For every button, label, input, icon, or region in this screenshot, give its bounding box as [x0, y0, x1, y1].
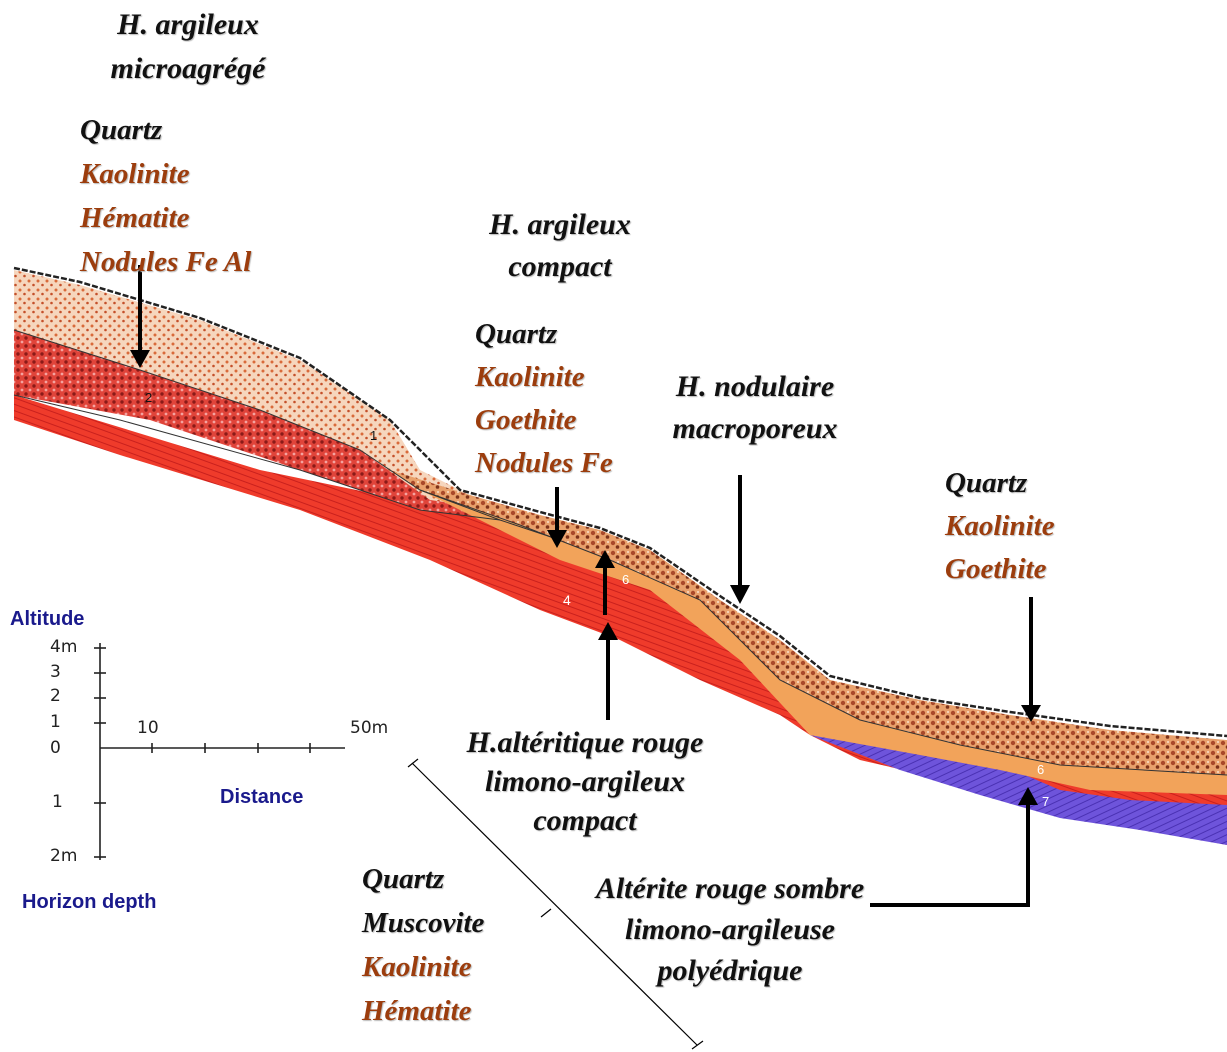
arrow-h1 [130, 265, 150, 368]
mineral-nodules-fe-al: Nodules Fe Al [80, 246, 252, 278]
mineral-kaolinite: Kaolinite [945, 510, 1055, 542]
nodular-layer [390, 470, 1227, 775]
alterite-title-line1: H.altéritique rouge [466, 726, 704, 759]
dist-tick-50m: 50m [350, 718, 389, 738]
arrow-h4 [1021, 597, 1041, 722]
mineral-kaolinite: Kaolinite [80, 158, 190, 190]
bottom-mineral-list: Quartz Muscovite Kaolinite Hématite [362, 857, 484, 1033]
mineral-quartz: Quartz [362, 863, 445, 895]
mineral-hematite: Hématite [362, 995, 472, 1027]
h1-title-line1: H. argileux [117, 8, 259, 41]
layer-number: 4 [563, 592, 571, 608]
h1-title: H. argileux microagrégé [88, 10, 288, 84]
mineral-nodules-fe: Nodules Fe [475, 447, 613, 479]
mineral-hematite: Hématite [80, 202, 190, 234]
h4-mineral-list: Quartz Kaolinite Goethite [945, 462, 1055, 591]
layer-number: 2 [145, 390, 152, 405]
mineral-goethite: Goethite [475, 404, 577, 436]
horizon-depth-label: Horizon depth [22, 891, 157, 913]
h1-title-line2: microagrégé [110, 52, 266, 85]
dark-alterite-title: Altérite rouge sombre limono-argileuse p… [570, 868, 890, 991]
alt-tick-3: 3 [50, 662, 61, 682]
h3-title-line1: H. nodulaire [675, 370, 835, 403]
layer-number: 1 [370, 428, 377, 443]
h1-mineral-list: Quartz Kaolinite Hématite Nodules Fe Al [80, 108, 251, 284]
h2-mineral-list: Quartz Kaolinite Goethite Nodules Fe [475, 313, 613, 485]
mineral-quartz: Quartz [80, 114, 163, 146]
arrow-h2 [547, 487, 567, 548]
arrow-alterite-up [598, 622, 618, 720]
mineral-muscovite: Muscovite [362, 907, 485, 939]
depth-tick-1: 1 [52, 792, 63, 812]
mineral-kaolinite: Kaolinite [475, 361, 585, 393]
depth-bracket [407, 758, 704, 1050]
h3-title-line2: macroporeux [672, 412, 838, 445]
layer-number: 7 [1042, 794, 1049, 809]
alterite-title-line3: compact [533, 804, 637, 837]
arrow-h3 [730, 475, 750, 604]
orange-band-layer [420, 490, 1227, 795]
dist-tick-10: 10 [137, 718, 159, 738]
microaggregated-layer [14, 270, 500, 510]
mineral-quartz: Quartz [945, 467, 1028, 499]
dark-alterite-line3: polyédrique [657, 954, 803, 987]
alt-tick-2: 2 [50, 686, 61, 706]
purple-alterite-layer [810, 735, 1227, 845]
layer-number: 6 [622, 572, 629, 587]
mineral-goethite: Goethite [945, 553, 1047, 585]
mineral-quartz: Quartz [475, 318, 558, 350]
h2-title: H. argileux compact [465, 210, 655, 282]
dark-red-nodular-layer [14, 330, 500, 520]
distance-label: Distance [220, 786, 304, 808]
h3-title: H. nodulaire macroporeux [655, 372, 855, 444]
depth-tick-2m: 2m [50, 846, 78, 866]
layer-number: 6 [1037, 762, 1044, 777]
alt-tick-4m: 4m [50, 637, 78, 657]
h2-title-line1: H. argileux [489, 208, 631, 241]
alterite-title-line2: limono-argileux [484, 765, 686, 798]
mineral-kaolinite: Kaolinite [362, 951, 472, 983]
alt-tick-0: 0 [50, 738, 61, 758]
altitude-label: Altitude [10, 608, 85, 630]
arrow-dark-alterite [870, 787, 1038, 907]
ground-surface-line [13, 266, 1227, 738]
scale-axes [94, 643, 345, 860]
dark-alterite-line2: limono-argileuse [624, 913, 835, 946]
alt-tick-1: 1 [50, 712, 61, 732]
dark-alterite-line1: Altérite rouge sombre [595, 872, 865, 905]
h2-title-line2: compact [508, 250, 612, 283]
alterite-title: H.altéritique rouge limono-argileux comp… [440, 723, 730, 840]
red-alterite-layer [14, 395, 1227, 845]
arrow-h2-up [595, 550, 615, 615]
